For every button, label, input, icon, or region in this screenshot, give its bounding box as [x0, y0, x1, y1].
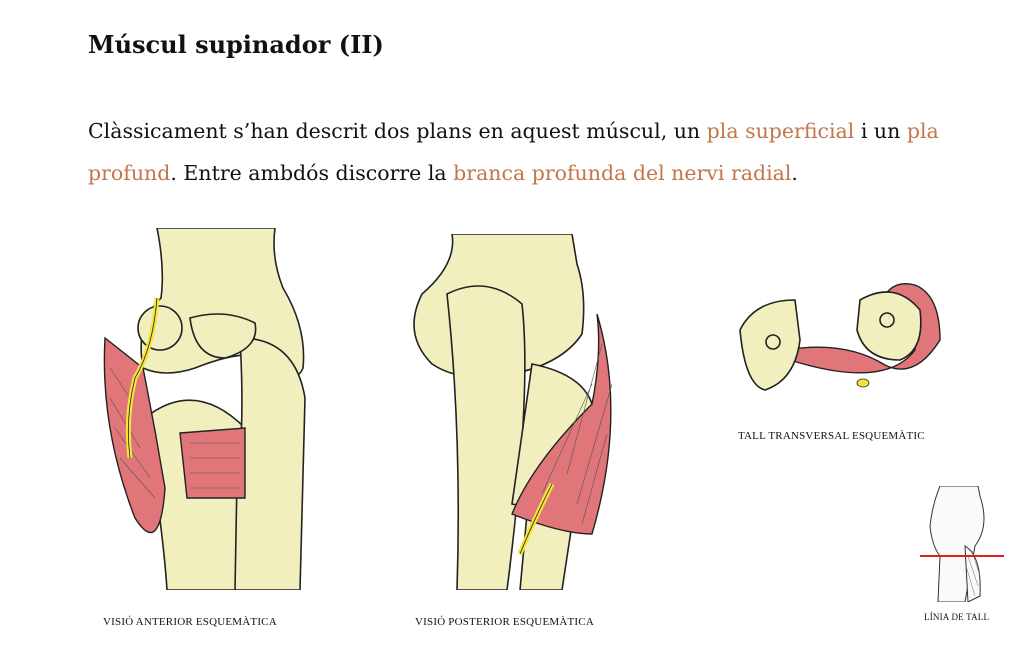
transversal-section-svg	[739, 283, 941, 391]
intro-text-2: i un	[854, 119, 907, 143]
caption-posterior-view: VISIÓ POSTERIOR ESQUEMÀTICA	[415, 616, 594, 628]
anterior-view-svg	[103, 228, 306, 590]
intro-paragraph: Clàssicament s’han descrit dos plans en …	[88, 110, 948, 194]
intro-text-3: . Entre ambdós discorre la	[170, 161, 454, 185]
page-title: Múscul supinador (II)	[88, 30, 384, 59]
cut-line-svg	[920, 486, 1004, 602]
caption-cut-line: LÍNIA DE TALL	[924, 612, 990, 622]
caption-transversal-section: TALL TRANSVERSAL ESQUEMÀTIC	[738, 430, 925, 442]
link-pla-profund[interactable]: pla profund	[88, 119, 939, 185]
intro-text-4: .	[791, 161, 798, 185]
posterior-view-illustration	[402, 234, 622, 590]
transversal-section-illustration	[735, 280, 950, 400]
link-pla-superficial[interactable]: pla superficial	[706, 119, 855, 143]
posterior-view-svg	[413, 234, 613, 590]
cut-line-thumbnail	[920, 486, 1004, 602]
intro-text-1: Clàssicament s’han descrit dos plans en …	[88, 119, 707, 143]
anterior-view-illustration	[95, 228, 325, 590]
caption-anterior-view: VISIÓ ANTERIOR ESQUEMÀTICA	[103, 616, 277, 628]
link-branca-profunda[interactable]: branca profunda del nervi radial	[453, 161, 792, 185]
